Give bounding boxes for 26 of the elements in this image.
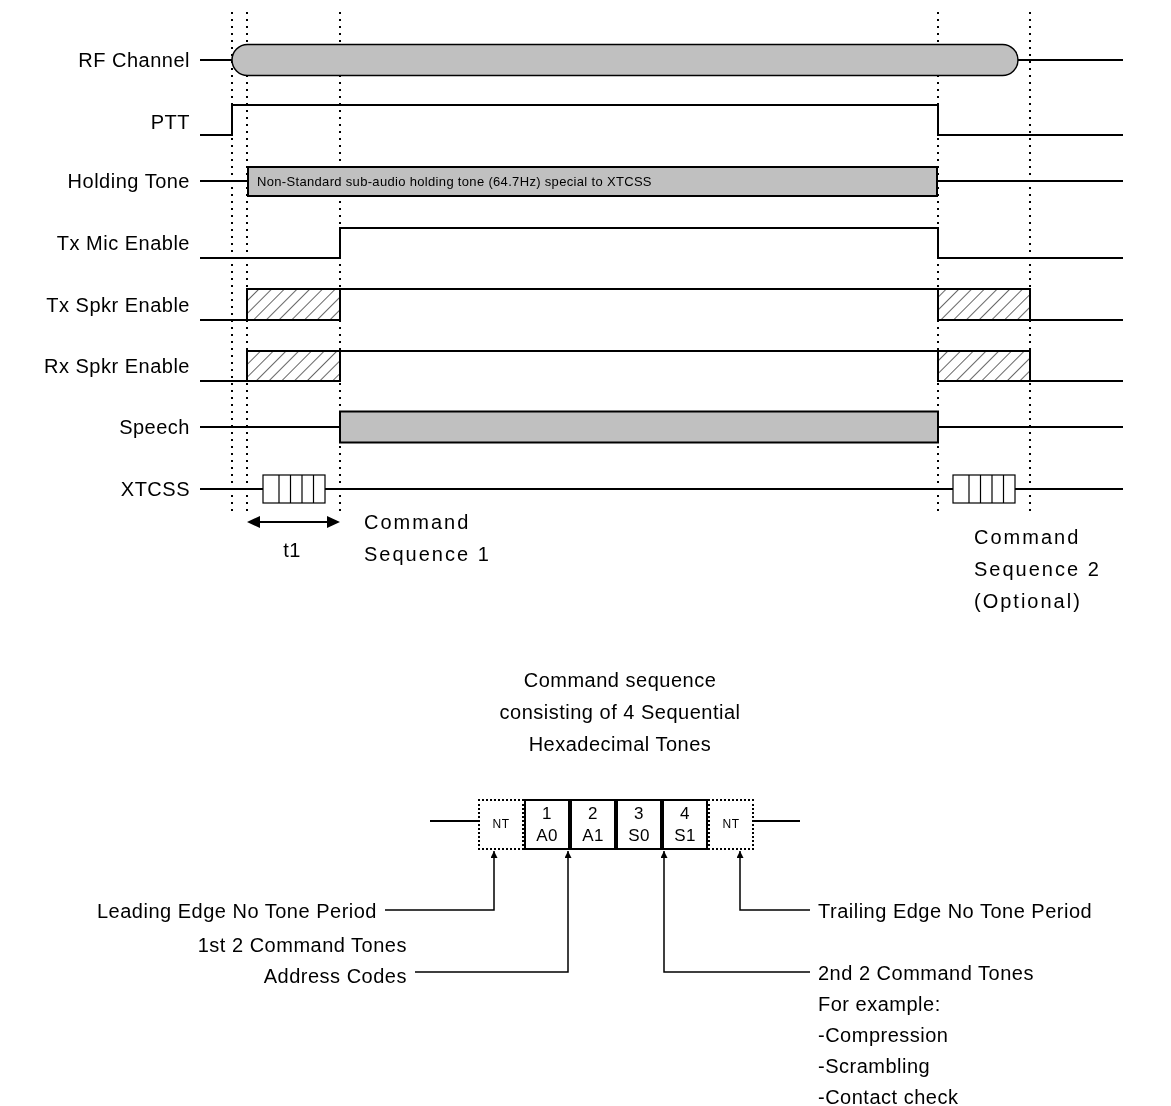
caption-text: Command Sequence 1 — [364, 510, 492, 567]
signal-name: XTCSS — [119, 477, 190, 502]
signal-name: Holding Tone — [66, 169, 190, 194]
leader-arrow — [660, 850, 811, 973]
dimension-label: t1 — [282, 538, 302, 563]
signal-name: RF Channel — [77, 48, 190, 73]
caption-text: Command sequence consisting of 4 Sequential Hexadecimal Tones — [498, 668, 742, 757]
annotation-text: 2nd 2 Command Tones For example: -Compression -Scrambling -Contact check — [810, 958, 1110, 1104]
caption-text: Command Sequence 2 (Optional) — [974, 525, 1102, 614]
command-tone-box: 1 A0 — [524, 799, 570, 850]
annotation-text: Trailing Edge No Tone Period — [810, 896, 1171, 924]
command-tone-box: 4 S1 — [662, 799, 708, 850]
signal-name: Speech — [118, 415, 190, 440]
no-tone-period-box: NT — [708, 799, 754, 850]
holding-tone-bar: Non-Standard sub-audio holding tone (64.7Hz) special to XTCSS — [247, 166, 938, 197]
command-tone-box: 2 A1 — [570, 799, 616, 850]
annotation-text: 1st 2 Command Tones Address Codes — [155, 930, 415, 992]
annotation-text: Leading Edge No Tone Period — [10, 896, 385, 924]
signal-name: PTT — [149, 110, 190, 135]
command-tone-box: 3 S0 — [616, 799, 662, 850]
signal-name: Tx Spkr Enable — [45, 293, 190, 318]
leader-arrow — [384, 850, 498, 911]
signal-name: Tx Mic Enable — [55, 231, 190, 256]
leader-arrow — [414, 850, 572, 973]
leader-arrow — [736, 850, 811, 911]
signal-name: Rx Spkr Enable — [43, 354, 190, 379]
